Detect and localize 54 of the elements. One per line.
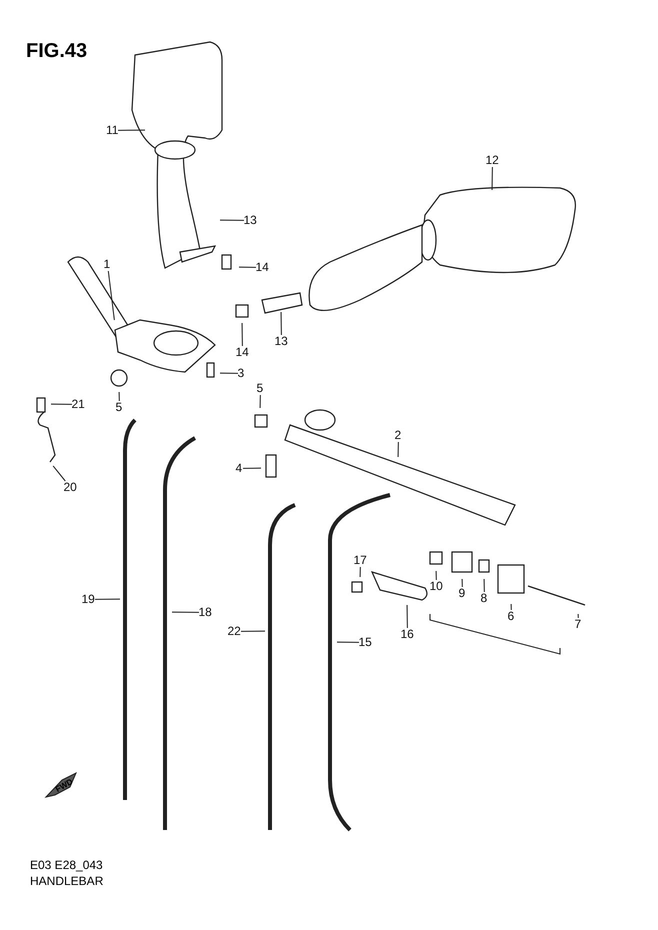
leader-line [484,578,485,592]
callout-number: 4 [236,462,242,474]
callout-number: 22 [228,624,241,638]
callout-number: 11 [106,124,118,136]
callout-number: 16 [400,628,414,640]
callout-number: 15 [358,636,372,648]
leader-line [510,604,512,610]
callout-number: 20 [64,480,77,494]
leader-line [118,392,120,402]
leader-line [492,166,493,190]
figure-title: FIG.43 [26,40,88,63]
leader-line [406,604,408,628]
callout-number: 14 [256,260,269,274]
part-code: E03 E28_043 [30,858,103,872]
direction-label: FWD [54,777,74,794]
leader-line [108,270,115,321]
leader-line [240,630,266,632]
callout-number: 19 [82,592,95,606]
callout-number: 21 [72,398,85,410]
leader-line [260,394,261,408]
callout-number: 17 [354,554,367,566]
callout-number: 5 [116,400,122,414]
leader-line [220,220,244,221]
leader-line [360,566,361,578]
callout-number: 2 [394,428,402,442]
callout-number: 3 [238,366,244,380]
callout-number: 13 [274,334,288,348]
leader-line [172,612,200,613]
callout-number: 10 [430,580,443,592]
leader-line [118,130,146,131]
leader-line [398,442,399,458]
callout-number: 5 [256,382,264,394]
leader-line [94,598,120,600]
callout-number: 1 [104,258,110,270]
callout-number: 8 [480,592,488,604]
callout-number: 7 [574,618,582,630]
leader-line [436,570,437,580]
leader-line [50,404,72,405]
leader-line [280,312,282,336]
leader-line [578,614,579,618]
callout-number: 14 [236,346,249,358]
leader-line [462,578,463,588]
leader-line [220,372,238,374]
leader-line [238,266,256,268]
leader-line [52,465,66,482]
diagram-caption: HANDLEBAR [30,874,104,888]
callout-number: 12 [486,154,499,166]
leader-line [242,322,243,346]
leader-line [336,642,360,643]
callout-number: 9 [458,586,466,600]
callout-number: 18 [198,606,212,618]
callout-number: 6 [508,610,514,622]
callout-number: 13 [244,214,257,226]
leader-line [242,468,262,469]
